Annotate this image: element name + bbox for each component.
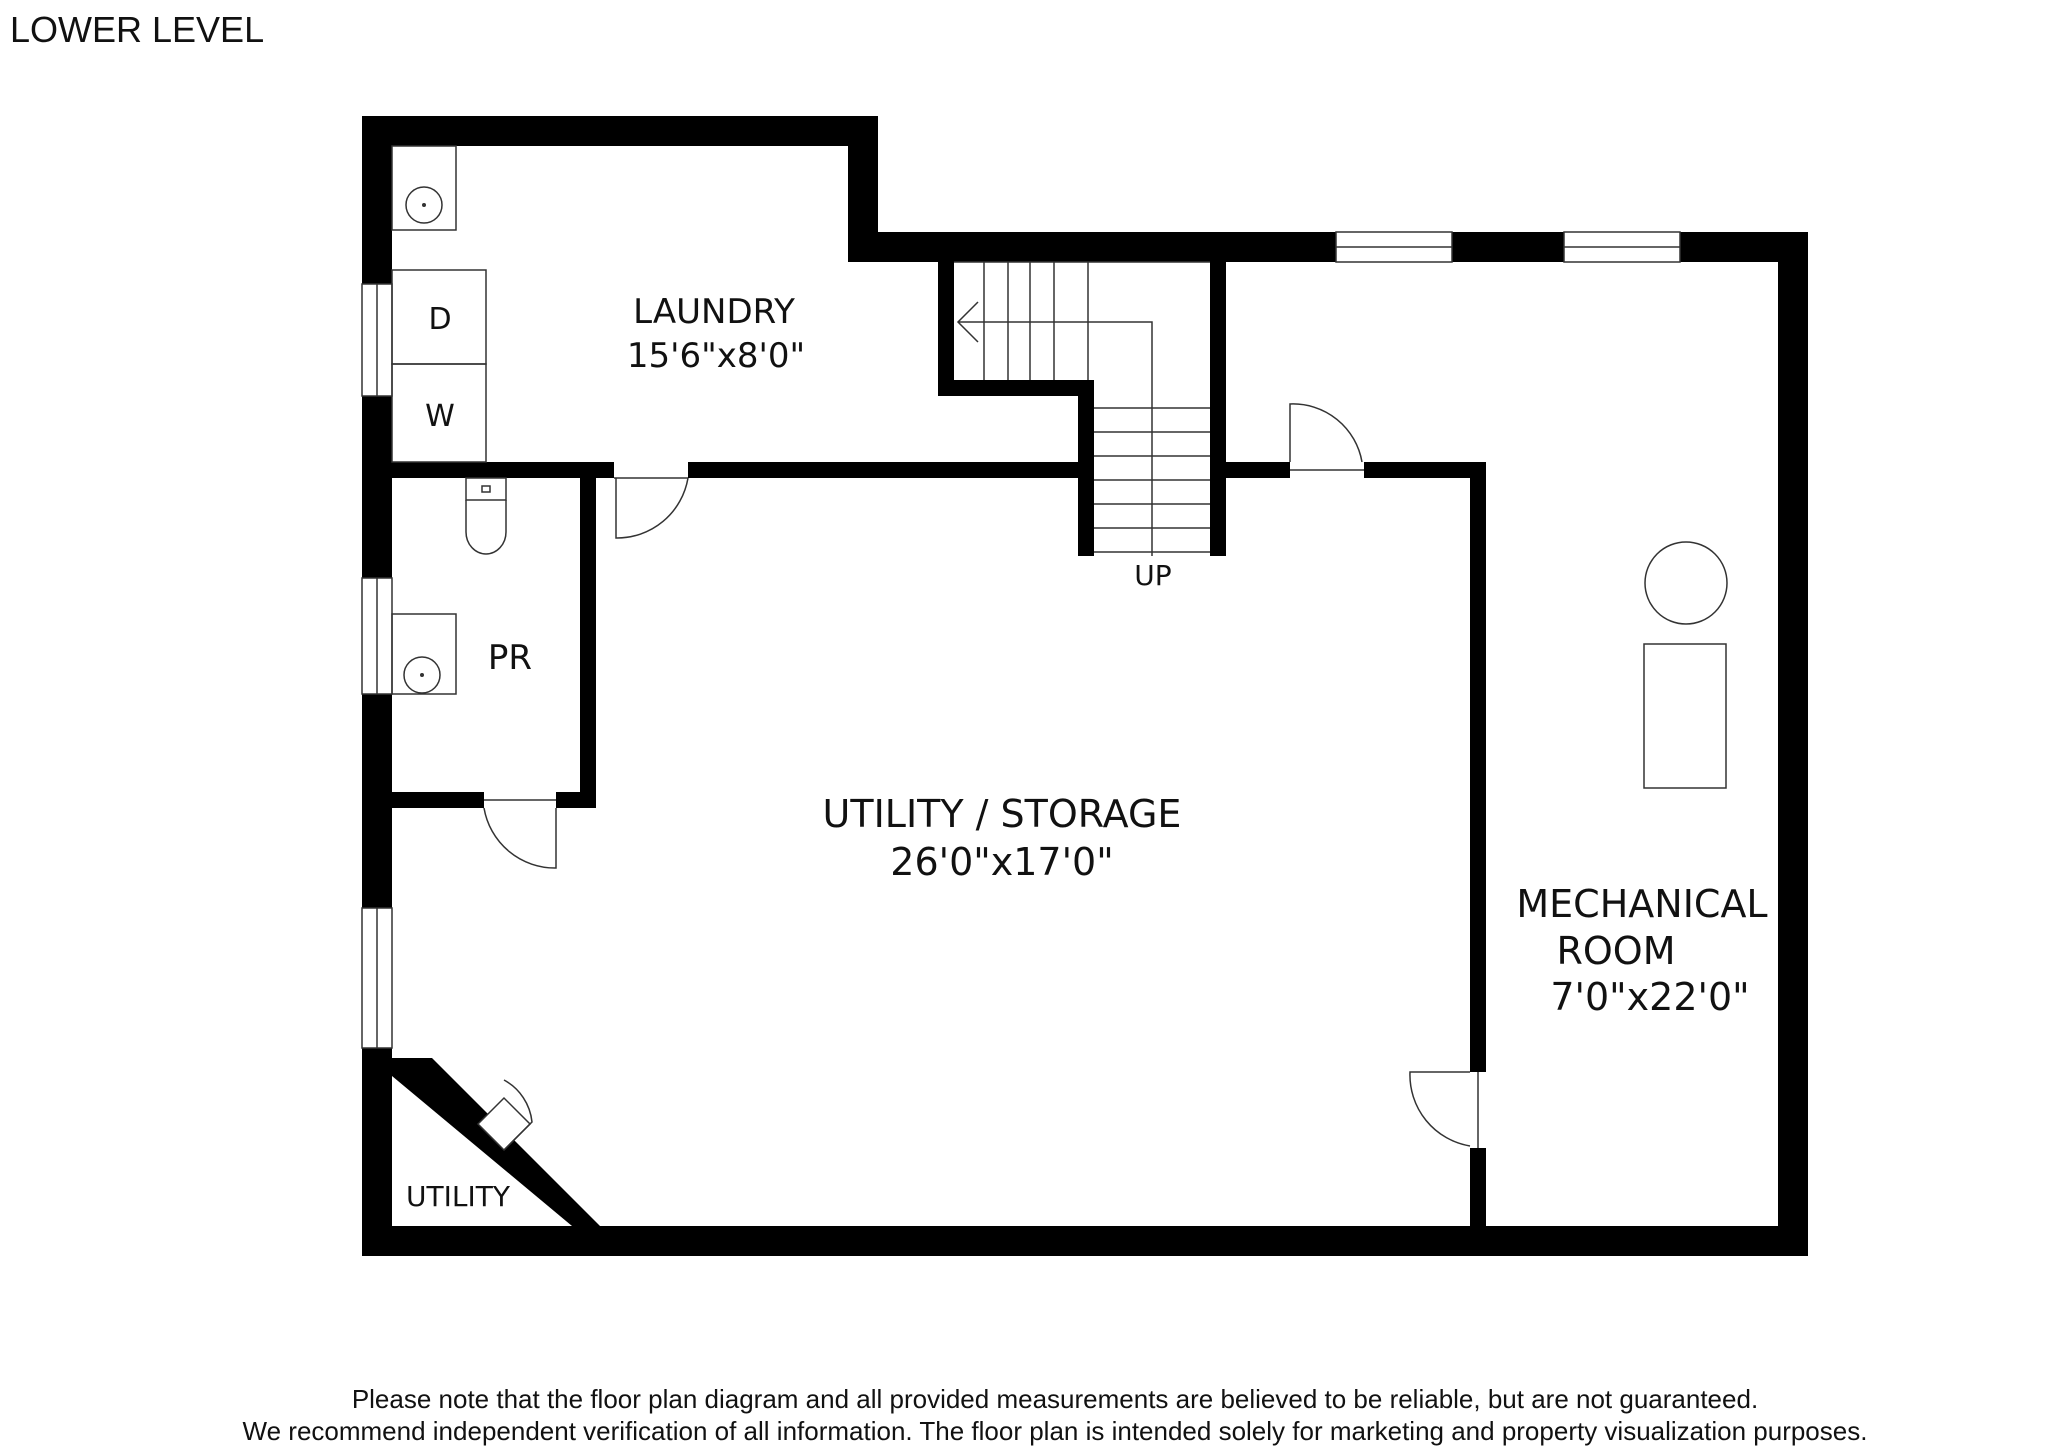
stairs xyxy=(954,261,1210,556)
wall-outer-right xyxy=(1778,232,1808,1256)
pr-name: PR xyxy=(488,638,532,678)
level-title: LOWER LEVEL xyxy=(10,9,264,50)
mechanical-name-line1: MECHANICAL xyxy=(1516,882,1767,926)
door-swing-mechanical-side xyxy=(1409,1071,1471,1147)
wall-stair-left-lower xyxy=(1078,380,1094,556)
utility-closet-name: UTILITY xyxy=(406,1180,511,1213)
washer xyxy=(391,363,487,463)
laundry-sink-basin-icon xyxy=(405,186,443,224)
utility-storage-dimensions: 26'0"x17'0" xyxy=(890,840,1113,884)
water-heater-icon xyxy=(1644,541,1728,625)
dryer-label: D xyxy=(428,302,451,337)
furnace xyxy=(1643,643,1727,789)
laundry-sink xyxy=(391,145,457,231)
door-swing-laundry xyxy=(615,477,689,539)
laundry-dimensions: 15'6"x8'0" xyxy=(627,336,805,376)
pr-vanity xyxy=(391,613,457,695)
wall-stair-landing xyxy=(938,380,1088,396)
utility-storage-name: UTILITY / STORAGE xyxy=(823,792,1182,836)
door-swing-pr xyxy=(483,807,557,869)
door-swings xyxy=(483,403,1471,1151)
disclaimer-line1: Please note that the floor plan diagram … xyxy=(352,1384,1758,1414)
pr-sink-basin-icon xyxy=(403,656,441,694)
walls xyxy=(362,116,1808,1256)
door-swing-utility-closet xyxy=(503,1079,533,1151)
washer-label: W xyxy=(425,399,455,434)
wall-laundry-bottom xyxy=(392,462,1078,478)
mechanical-name-line2: ROOM xyxy=(1556,929,1675,973)
mechanical-dimensions: 7'0"x22'0" xyxy=(1550,975,1749,1019)
fixtures xyxy=(391,145,1728,789)
stairs-label: UP xyxy=(1134,559,1171,592)
toilet-tank xyxy=(465,477,507,501)
stair-direction-line xyxy=(958,321,1153,556)
openings xyxy=(361,231,1681,1152)
wall-pr-right xyxy=(580,478,596,808)
wall-outer-bottom xyxy=(362,1226,1808,1256)
door-gap-storage-laundry xyxy=(614,462,688,478)
wall-outer-top-laundry xyxy=(362,116,878,146)
toilet-bowl-icon xyxy=(465,500,507,555)
laundry-name: LAUNDRY xyxy=(633,292,795,332)
door-swing-mechanical-top xyxy=(1289,403,1363,463)
stair-arrow-icon xyxy=(956,301,979,343)
wall-stair-left-upper xyxy=(938,262,954,396)
wall-mechanical-left xyxy=(1470,462,1486,1226)
disclaimer-line2: We recommend independent verification of… xyxy=(243,1416,1868,1446)
wall-stair-right xyxy=(1210,262,1226,556)
